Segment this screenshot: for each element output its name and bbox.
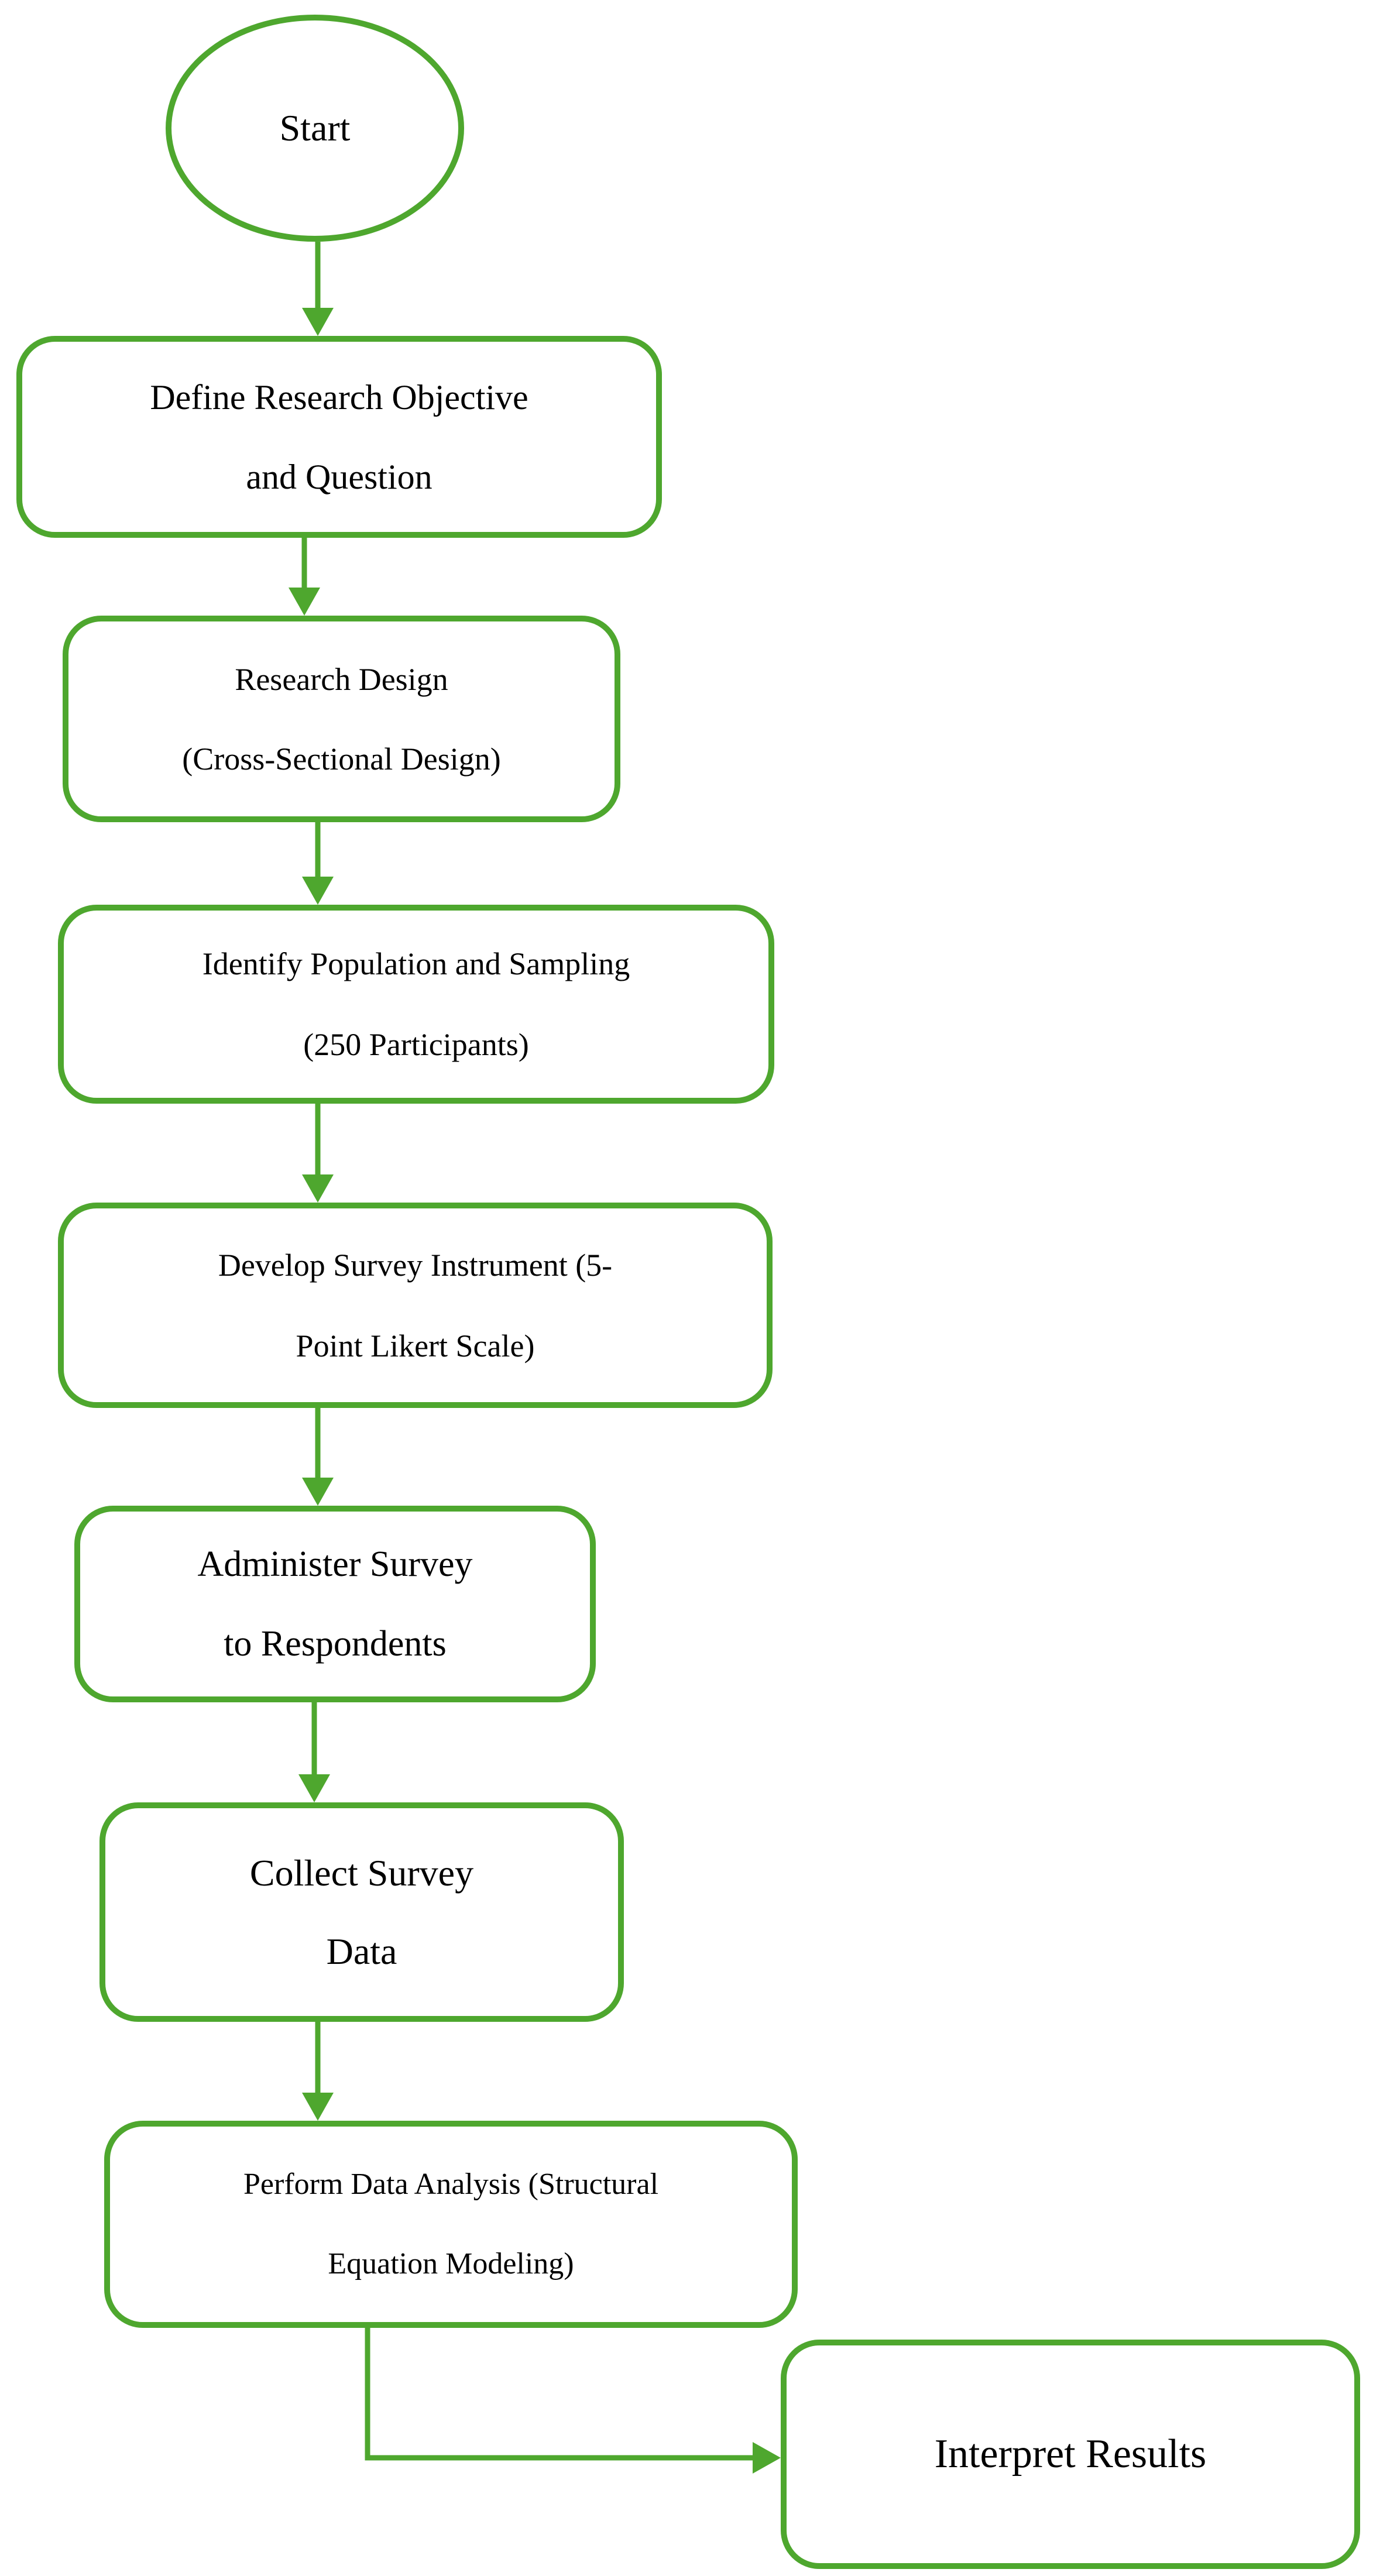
- node-define-research-objective: Define Research Objective and Question: [16, 336, 662, 538]
- node-instrument-label-line-2: Point Likert Scale): [296, 1328, 535, 1363]
- arrow-analysis-interpret-shaft: [365, 2328, 755, 2461]
- node-collect-label-line-1: Collect Survey: [249, 1852, 474, 1894]
- arrow-start-define-head: [302, 308, 334, 336]
- node-collect-survey-data: Collect Survey Data: [99, 1802, 624, 2022]
- node-interpret-results: Interpret Results: [781, 2340, 1360, 2569]
- arrow-administer-collect-head: [298, 1774, 330, 1802]
- node-analysis-label-line-1: Perform Data Analysis (Structural: [243, 2168, 659, 2201]
- node-perform-data-analysis: Perform Data Analysis (Structural Equati…: [104, 2121, 798, 2328]
- node-start-label: Start: [279, 107, 351, 149]
- node-develop-survey-instrument: Develop Survey Instrument (5- Point Like…: [58, 1203, 773, 1408]
- node-define-label-line-1: Define Research Objective: [150, 377, 528, 417]
- node-interpret-label: Interpret Results: [934, 2431, 1207, 2477]
- node-population-label-line-1: Identify Population and Sampling: [202, 946, 630, 981]
- node-identify-population: Identify Population and Sampling (250 Pa…: [58, 905, 774, 1104]
- arrow-define-design-head: [289, 588, 320, 616]
- node-analysis-label-line-2: Equation Modeling): [328, 2247, 574, 2280]
- node-start: Start: [166, 15, 464, 242]
- arrow-collect-analysis-head: [302, 2093, 334, 2121]
- node-administer-label-line-2: to Respondents: [224, 1624, 447, 1664]
- node-instrument-label-line-1: Develop Survey Instrument (5-: [218, 1247, 613, 1283]
- node-population-label-line-2: (250 Participants): [303, 1027, 529, 1062]
- node-administer-label-line-1: Administer Survey: [197, 1544, 473, 1584]
- node-collect-label-line-2: Data: [326, 1930, 397, 1972]
- arrow-design-population-head: [302, 877, 334, 905]
- arrow-analysis-interpret-head: [753, 2442, 781, 2474]
- node-research-design: Research Design (Cross-Sectional Design): [63, 616, 620, 822]
- arrow-instrument-administer-head: [302, 1478, 334, 1506]
- arrow-population-instrument-head: [302, 1174, 334, 1203]
- node-design-label-line-1: Research Design: [235, 661, 448, 697]
- node-design-label-line-2: (Cross-Sectional Design): [182, 741, 501, 777]
- node-define-label-line-2: and Question: [246, 457, 433, 496]
- node-administer-survey: Administer Survey to Respondents: [74, 1506, 596, 1702]
